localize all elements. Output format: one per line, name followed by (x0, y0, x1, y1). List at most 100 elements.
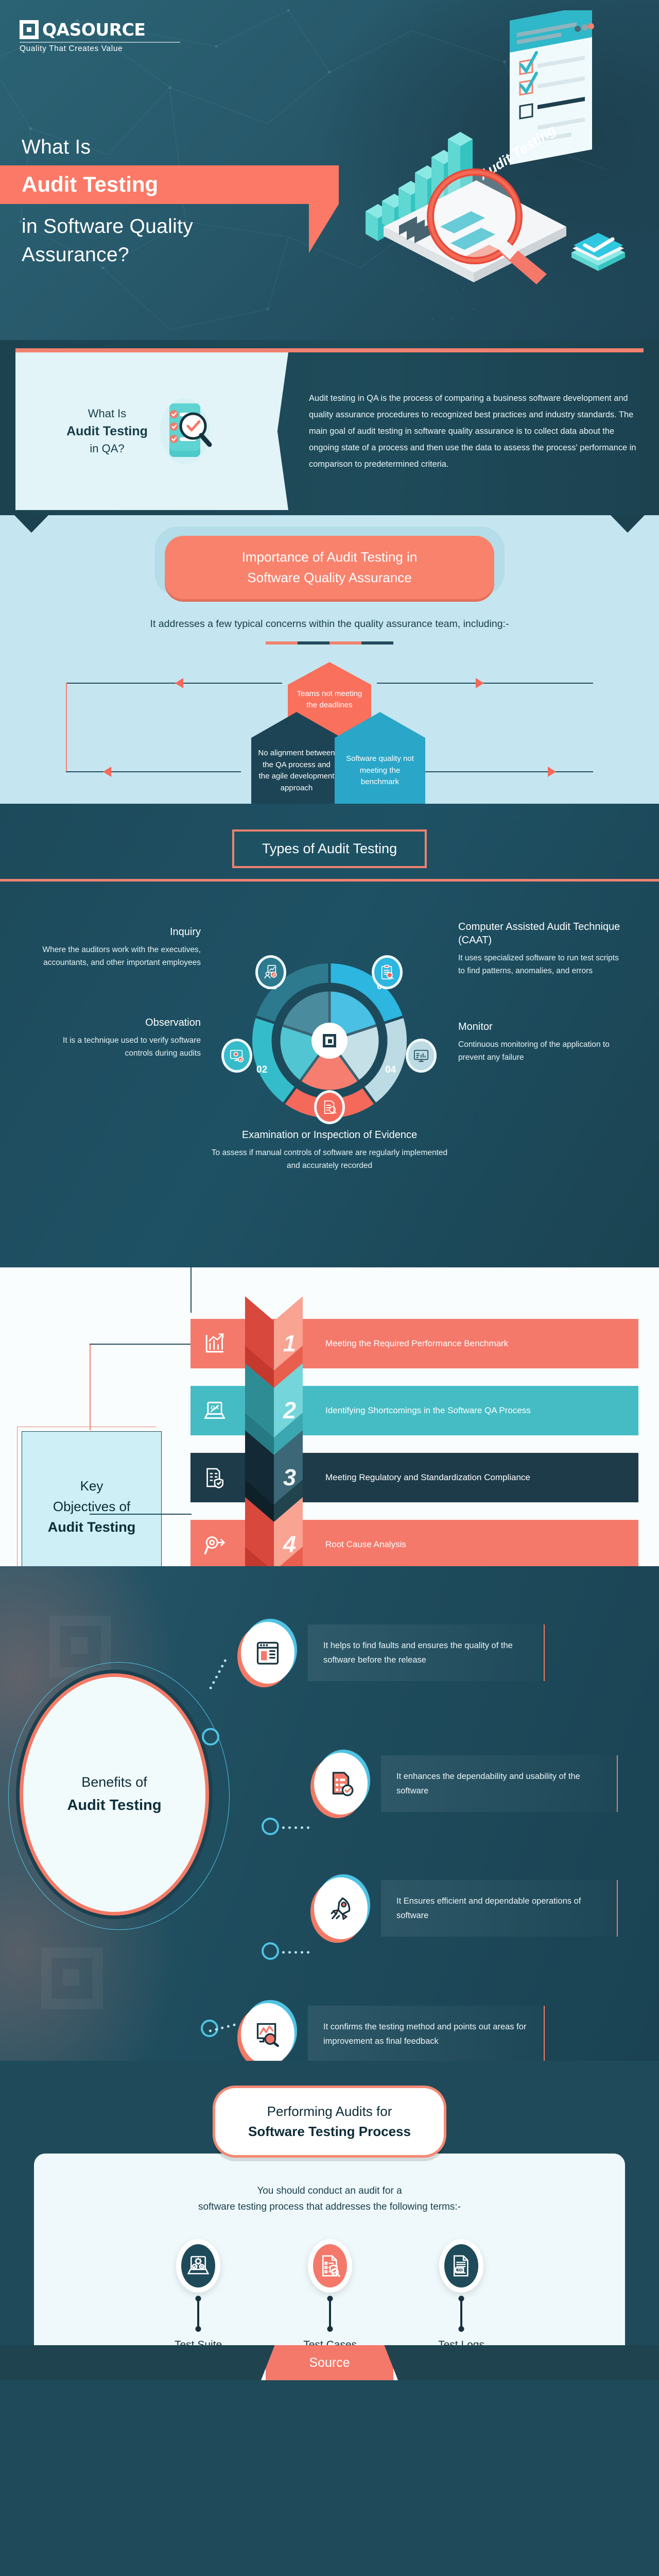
objective-row-3: 3 Meeting Regulatory and Standardization… (190, 1430, 638, 1526)
connector-top-right (377, 683, 593, 684)
type-badge-04[interactable] (406, 1039, 437, 1073)
performing-items: Test Suite (34, 2239, 625, 2351)
brand-name: QASOURCE (42, 20, 146, 40)
hero-line-3: in Software Quality (22, 215, 194, 238)
objective-number-2: 2 (283, 1397, 297, 1423)
benefit-ring-2 (262, 1818, 279, 1835)
benefits-title-circle: Benefits of Audit Testing (20, 1673, 209, 1916)
monitor-gear-check-icon (230, 1049, 244, 1063)
objective-chevron-2 (245, 1363, 303, 1459)
laptop-gear-check-cross-icon (176, 2239, 221, 2293)
type-badge-02[interactable] (221, 1039, 252, 1073)
objectives-title-line-1: Key (80, 1478, 103, 1494)
arrow-bottom-right (548, 767, 556, 777)
importance-title-line-2: Software Quality Assurance (247, 569, 412, 585)
type-title-2: Observation (145, 1017, 201, 1028)
types-donut-chart: 01 02 03 04 05 (247, 958, 412, 1123)
concerns-diagram: Teams not meeting the deadlines No align… (0, 662, 659, 804)
objective-number-1: 1 (283, 1330, 297, 1357)
performing-item-test-logs[interactable]: LOG Test Logs (438, 2239, 484, 2351)
isometric-checklist-window-icon (510, 10, 594, 165)
donut-center-hub (311, 1023, 348, 1059)
benefits-title-line-2: Audit Testing (67, 1797, 162, 1814)
performing-subtitle-line-2: software testing process that addresses … (198, 2201, 461, 2212)
benefit-item-1: It helps to find faults and ensures the … (241, 1622, 545, 1684)
type-badge-01[interactable] (255, 955, 286, 989)
concern-text-right: Software quality not meeting the benchma… (346, 754, 414, 787)
objective-label-1: Meeting the Required Performance Benchma… (325, 1338, 509, 1349)
hero-illustration: Audit Testing (366, 10, 625, 284)
objective-connector-row-4 (90, 1514, 192, 1515)
type-desc-5: It uses specialized software to run test… (458, 954, 619, 976)
svg-text:LOG: LOG (456, 2268, 464, 2273)
concern-text-top: Teams not meeting the deadlines (297, 689, 362, 710)
objective-label-4: Root Cause Analysis (325, 1539, 406, 1550)
benefit-dots-2 (282, 1826, 309, 1829)
type-card-inquiry: Inquiry Where the auditors work with the… (36, 925, 201, 969)
objective-number-3: 3 (283, 1464, 297, 1490)
benefit-text-1: It helps to find faults and ensures the … (308, 1624, 545, 1682)
watermark-logo-3 (41, 1947, 103, 2009)
section-accent-bar (15, 348, 644, 352)
performing-panel: You should conduct an audit for a softwa… (34, 2154, 625, 2351)
definition-body-panel: Audit testing in QA is the process of co… (309, 358, 644, 506)
performing-title-line-1: Performing Audits for (267, 2104, 392, 2119)
arrow-bottom-left (103, 767, 111, 777)
hero-section: QASOURCE Quality That Creates Value What… (0, 0, 659, 340)
performing-item-test-suite[interactable]: Test Suite (175, 2239, 222, 2351)
target-magnifier-icon (200, 1530, 230, 1560)
hero-title: What Is Audit Testing in Software Qualit… (0, 133, 351, 269)
isometric-document-magnifier-icon (384, 168, 566, 284)
browser-report-icon (241, 1622, 294, 1684)
objective-row-1: 1 Meeting the Required Performance Bench… (190, 1296, 638, 1392)
hero-line-4: Assurance? (22, 243, 129, 266)
document-checklist-magnifier-icon (308, 2239, 353, 2293)
notch-right-decoration (611, 515, 645, 533)
arrow-top-left (175, 678, 183, 688)
objectives-section: Key Objectives of Audit Testing (0, 1267, 659, 1566)
benefit-text-4: It confirms the testing method and point… (308, 2005, 545, 2061)
objective-label-3: Meeting Regulatory and Standardization C… (325, 1472, 530, 1483)
concern-text-left: No alignment between the QA process and … (258, 749, 335, 792)
connector-bottom-left (66, 771, 241, 772)
importance-title: Importance of Audit Testing in Software … (165, 536, 494, 600)
benefit-dots-3 (282, 1951, 309, 1954)
type-badge-03[interactable] (314, 1090, 345, 1124)
definition-section: What Is Audit Testing in QA? (0, 340, 659, 515)
source-label: Source (309, 2355, 350, 2370)
types-horizontal-rule (0, 879, 659, 882)
performing-title-line-2: Software Testing Process (248, 2124, 411, 2139)
performing-item-test-cases[interactable]: Test Cases (303, 2239, 357, 2351)
notch-left-decoration (14, 515, 48, 533)
person-chart-magnifier-icon (264, 965, 277, 979)
arrow-top-right (476, 678, 484, 688)
definition-heading: What Is Audit Testing in QA? (66, 405, 148, 457)
brand-tagline: Quality That Creates Value (20, 44, 123, 53)
rocket-icon (314, 1877, 368, 1939)
definition-body-text: Audit testing in QA is the process of co… (309, 394, 636, 469)
benefit-item-3: It Ensures efficient and dependable oper… (314, 1877, 618, 1939)
hero-highlight-text: Audit Testing (22, 172, 159, 197)
performing-stem-2 (329, 2298, 332, 2330)
benefit-item-4: It confirms the testing method and point… (241, 2003, 545, 2061)
source-button[interactable]: Source (261, 2345, 398, 2380)
importance-divider (266, 641, 393, 645)
benefits-orbit-ring (8, 1662, 230, 1930)
brand-logo[interactable]: QASOURCE Quality That Creates Value (20, 20, 180, 54)
importance-title-line-1: Importance of Audit Testing in (241, 549, 418, 565)
donut-label-02: 02 (256, 1064, 268, 1075)
type-card-observation: Observation It is a technique used to ve… (36, 1016, 201, 1060)
definition-heading-line-1: What Is (88, 406, 127, 420)
importance-section: Importance of Audit Testing in Software … (0, 515, 659, 804)
performing-subtitle-line-1: You should conduct an audit for a (257, 2185, 402, 2196)
type-title-5: Computer Assisted Audit Technique (CAAT) (458, 921, 620, 946)
definition-heading-line-2: Audit Testing (66, 423, 148, 438)
qasource-hub-icon (323, 1034, 336, 1047)
benefit-text-3: It Ensures efficient and dependable oper… (381, 1879, 618, 1937)
objective-connector-row-1 (90, 1344, 192, 1345)
connector-top-left (66, 683, 282, 684)
type-title-1: Inquiry (169, 926, 201, 938)
performing-audits-section: Performing Audits for Software Testing P… (0, 2061, 659, 2380)
type-badge-05[interactable] (372, 955, 403, 989)
compliance-shield-icon (200, 1463, 230, 1493)
